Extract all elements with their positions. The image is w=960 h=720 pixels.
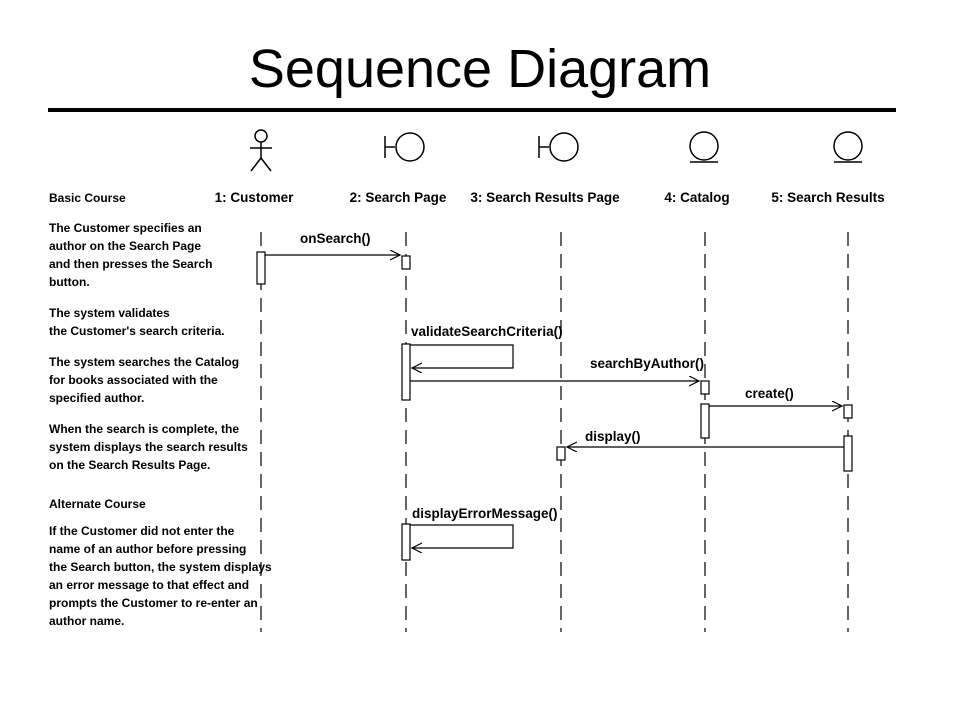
message-arrow-validate <box>410 344 514 368</box>
note-step-3: The system searches the Catalog for book… <box>49 355 239 405</box>
object-label-search-results: 5: Search Results <box>771 190 884 205</box>
alternate-course-heading: Alternate Course <box>49 497 146 511</box>
message-label-display-error: displayErrorMessage() <box>412 506 558 521</box>
boundary-icon <box>538 132 579 162</box>
actor-icon <box>250 129 272 172</box>
note-line: If the Customer did not enter the <box>49 524 235 538</box>
activation-box <box>700 403 710 439</box>
object-label-catalog: 4: Catalog <box>664 190 729 205</box>
object-label-search-page: 2: Search Page <box>350 190 447 205</box>
entity-icon <box>689 131 719 163</box>
message-label-create: create() <box>745 386 794 401</box>
note-line: author on the Search Page <box>49 239 201 253</box>
activation-box <box>256 251 266 285</box>
note-alternate: If the Customer did not enter the name o… <box>49 524 272 628</box>
note-line: specified author. <box>49 391 144 405</box>
note-line: for books associated with the <box>49 373 218 387</box>
object-label-customer: 1: Customer <box>215 190 295 205</box>
activation-box <box>401 255 411 270</box>
note-line: on the Search Results Page. <box>49 458 210 472</box>
note-line: prompts the Customer to re-enter an <box>49 596 258 610</box>
message-arrow-display-error <box>410 524 514 548</box>
message-label-onsearch: onSearch() <box>300 231 371 246</box>
note-line: name of an author before pressing <box>49 542 246 556</box>
note-line: an error message to that effect and <box>49 578 249 592</box>
activation-box <box>843 435 853 472</box>
message-label-validate: validateSearchCriteria() <box>411 324 563 339</box>
object-label-search-results-page: 3: Search Results Page <box>470 190 620 205</box>
note-line: button. <box>49 275 90 289</box>
note-line: and then presses the Search <box>49 257 212 271</box>
title-divider <box>48 108 896 112</box>
activation-box <box>843 404 853 419</box>
boundary-icon <box>384 132 425 162</box>
note-line: the Customer's search criteria. <box>49 324 225 338</box>
activation-box <box>556 446 566 461</box>
note-line: When the search is complete, the <box>49 422 239 436</box>
note-step-1: The Customer specifies an author on the … <box>49 221 212 289</box>
activation-box <box>401 343 411 401</box>
note-line: The Customer specifies an <box>49 221 202 235</box>
page-title: Sequence Diagram <box>248 39 712 99</box>
entity-icon <box>833 131 863 163</box>
note-line: The system searches the Catalog <box>49 355 239 369</box>
message-label-display: display() <box>585 429 641 444</box>
message-label-searchbyauthor: searchByAuthor() <box>590 356 704 371</box>
note-step-4: When the search is complete, the system … <box>49 422 248 472</box>
activation-box <box>700 380 710 395</box>
note-line: system displays the search results <box>49 440 248 454</box>
note-line: The system validates <box>49 306 170 320</box>
note-line: the Search button, the system displays <box>49 560 272 574</box>
note-step-2: The system validates the Customer's sear… <box>49 306 225 338</box>
activation-box <box>401 523 411 561</box>
note-line: author name. <box>49 614 124 628</box>
basic-course-heading: Basic Course <box>49 191 126 205</box>
